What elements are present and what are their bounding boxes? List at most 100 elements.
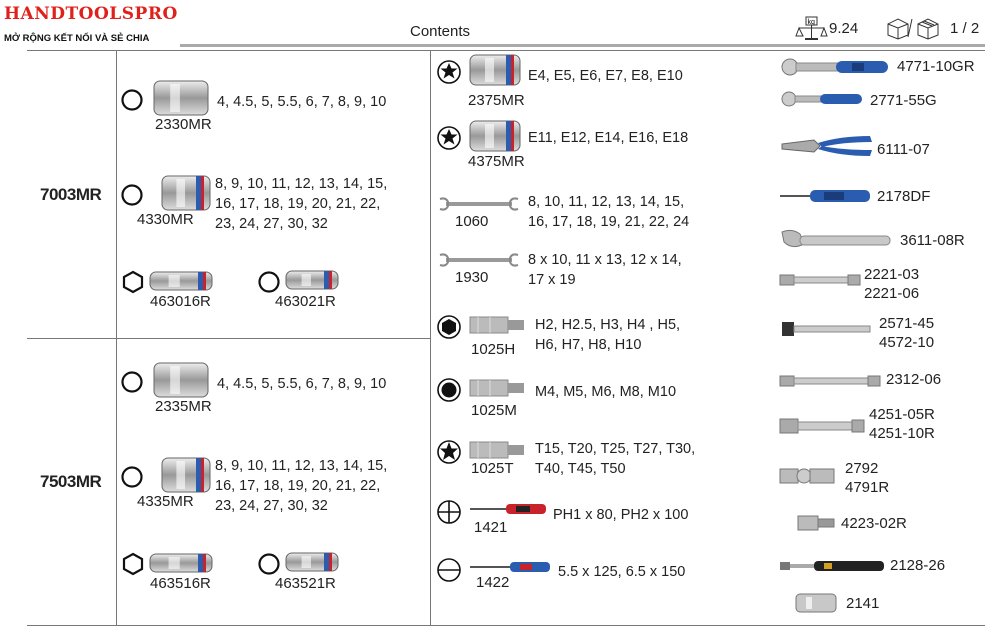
model-column-rule [116,50,117,626]
universal-joint-image [779,468,835,484]
wrench-image [439,253,519,267]
item-sizes-line: PH1 x 80, PH2 x 100 [553,507,689,523]
item-sizes-line: 8, 9, 10, 11, 12, 13, 14, 15, [215,458,388,474]
item-code: 2330MR [155,116,212,133]
box-count: 1 / 2 [950,20,980,37]
socket-image [153,362,209,398]
item-sizes-line: 23, 24, 27, 30, 32 [215,498,328,514]
socket-hex-icon [122,552,144,576]
item-code: 4251-05R [869,406,935,423]
item-sizes-line: E11, E12, E14, E16, E18 [528,130,689,146]
item-sizes-line: 17 x 19 [528,272,576,288]
header-divider [180,44,985,47]
box-icon [887,18,939,40]
adjustable-wrench-image [781,229,891,248]
table-top-rule [27,50,985,51]
item-sizes-line: 8, 9, 10, 11, 12, 13, 14, 15, [215,176,388,192]
item-code: 1025T [471,460,514,477]
item-sizes-line: 8 x 10, 11 x 13, 12 x 14, [528,252,682,268]
item-code: 4251-10R [869,425,935,442]
socket-hex-icon [122,270,144,294]
item-code: 4335MR [137,493,194,510]
ratchet-image [781,91,862,107]
socket-12pt-icon [121,466,143,488]
item-code: 463016R [150,293,211,310]
item-sizes-line: T40, T45, T50 [535,461,626,477]
middle-column-rule [430,50,431,626]
item-code: 6111-07 [877,141,930,158]
socket-12pt-icon [258,271,280,293]
hex-bit-icon [437,315,461,339]
ratchet-image [781,58,888,76]
item-code: 1025H [471,341,516,358]
brand-tagline: MỞ RỘNG KẾT NỐI VÀ SẺ CHIA [4,33,150,44]
contents-heading: Contents [410,23,471,40]
sliding-t-bar-image [782,322,871,336]
spline-bit-icon [437,378,461,402]
torx-ext-icon [437,60,461,84]
bit-image [469,379,524,397]
deep-socket-image [285,552,339,572]
extension-bar-image [779,418,865,434]
adapter-image [797,515,835,531]
item-sizes-line: H6, H7, H8, H10 [535,337,642,353]
item-code: 2571-45 [879,315,935,332]
item-sizes: 4, 4.5, 5, 5.5, 6, 7, 8, 9, 10 [217,94,387,110]
table-bottom-rule [27,625,985,626]
item-code: 4572-10 [879,334,935,351]
bit-image [469,316,524,334]
screwdriver-image [780,190,870,202]
set-divider [27,338,430,339]
spark-plug-socket-image [795,593,837,613]
item-code: 4791R [845,479,890,496]
torx-bit-icon [437,440,461,464]
item-sizes-line: E4, E5, E6, E7, E8, E10 [528,68,683,84]
item-code: 3611-08R [900,232,965,249]
item-code: 1060 [455,213,489,230]
item-code: 2178DF [877,188,931,205]
pliers-image [781,136,872,156]
item-sizes-line: T15, T20, T25, T27, T30, [535,441,696,457]
item-code: 463516R [150,575,211,592]
svg-text:kg: kg [808,19,816,26]
screwdriver-image [470,504,546,514]
socket-12pt-icon [258,553,280,575]
socket-image [161,175,211,211]
set-model-7503: 7503MR [40,472,102,491]
torx-socket-image [469,120,521,152]
item-sizes: 4, 4.5, 5, 5.5, 6, 7, 8, 9, 10 [217,376,387,392]
item-sizes-line: 23, 24, 27, 30, 32 [215,216,328,232]
pickup-tool-image [780,561,884,571]
deep-socket-image [149,553,213,573]
item-code: 2141 [846,595,880,612]
slotted-icon [437,558,461,582]
socket-12pt-icon [121,184,143,206]
weight-value: 9.24 [829,20,859,37]
item-code: 2375MR [468,92,525,109]
item-code: 1930 [455,269,489,286]
bit-image [469,441,524,459]
item-code: 4330MR [137,211,194,228]
item-code: 2335MR [155,398,212,415]
item-sizes-line: 16, 17, 18, 19, 21, 22, 24 [528,214,690,230]
item-sizes-line: 16, 17, 18, 19, 20, 21, 22, [215,478,381,494]
set-model-7003: 7003MR [40,185,102,204]
screwdriver-image [470,562,550,572]
item-code: 1421 [474,519,508,536]
socket-image [153,80,209,116]
item-code: 463021R [275,293,336,310]
kg-scale-icon: kg [795,16,828,40]
item-code: 4223-02R [841,515,907,532]
item-code: 463521R [275,575,336,592]
item-code: 4375MR [468,153,525,170]
extension-bar-image [779,375,881,387]
phillips-icon [437,500,461,524]
item-sizes-line: H2, H2.5, H3, H4 , H5, [535,317,681,333]
wrench-image [439,197,519,211]
deep-socket-image [149,271,213,291]
socket-image [161,457,211,493]
item-code: 2221-03 [864,266,920,283]
item-code: 2221-06 [864,285,920,302]
item-sizes-line: M4, M5, M6, M8, M10 [535,384,677,400]
socket-12pt-icon [121,89,143,111]
